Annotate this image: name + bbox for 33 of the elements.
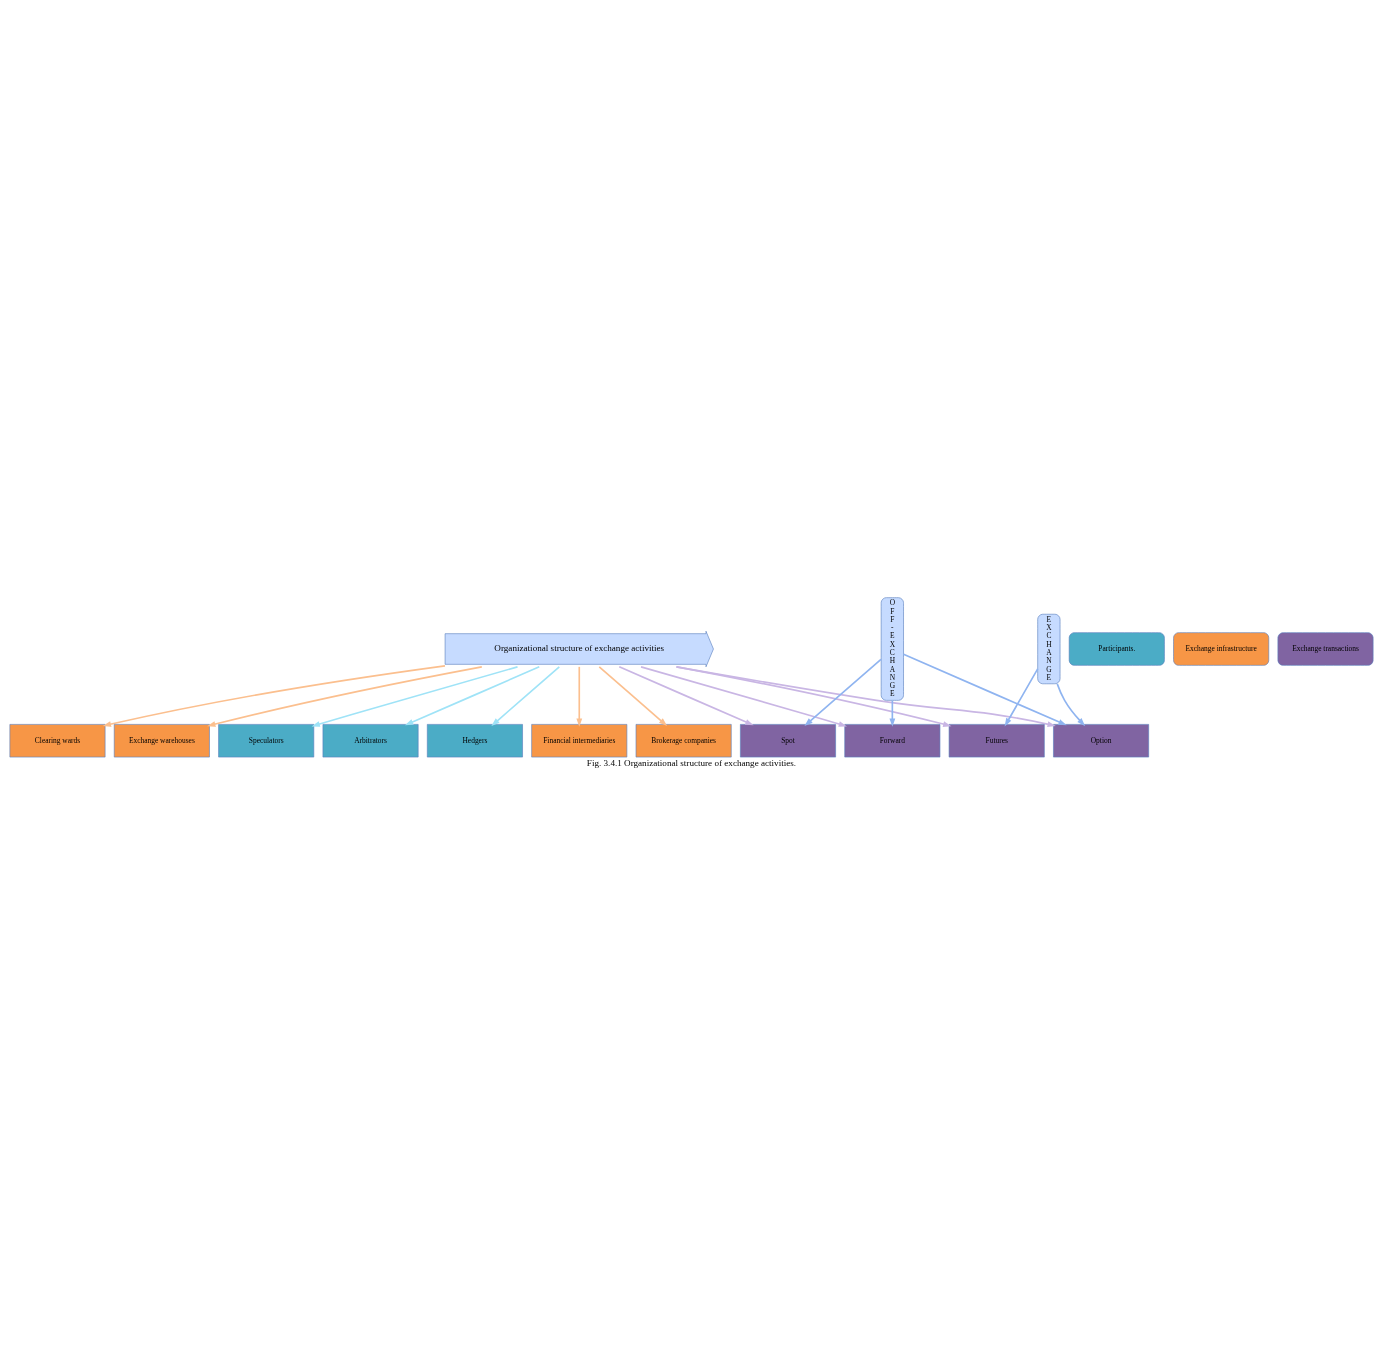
- node-box: Hedgers: [427, 723, 523, 757]
- node-box: OFF-EXCHANGE: [880, 596, 904, 701]
- arrow: [491, 665, 561, 726]
- node-box: Speculators: [218, 723, 315, 757]
- arrow: [1056, 682, 1086, 726]
- arrow: [102, 664, 446, 727]
- arrow: [675, 665, 1056, 727]
- arrow: [902, 652, 1067, 725]
- node-box: Option: [1053, 723, 1149, 757]
- arrow: [207, 665, 483, 727]
- node-box: Exchange transactions: [1277, 631, 1374, 666]
- arrow: [598, 665, 668, 726]
- node-box: Exchange warehouses: [113, 723, 210, 757]
- node-box: Spot: [740, 723, 836, 757]
- arrow: [311, 665, 519, 727]
- node-box: Forward: [844, 723, 941, 757]
- node-box: Clearing wards: [9, 723, 106, 757]
- arrow: [675, 665, 952, 727]
- arrow: [889, 699, 896, 727]
- arrow: [1004, 667, 1039, 727]
- arrow: [804, 658, 882, 726]
- node-box: Exchange infrastructure: [1173, 631, 1270, 666]
- node-box: EXCHANGE: [1037, 613, 1061, 684]
- arrow: [618, 665, 754, 725]
- node-box: Arbitrators: [322, 723, 419, 757]
- arrow: [404, 665, 541, 725]
- arrow: [576, 665, 583, 727]
- node-box: Participants.: [1068, 631, 1165, 666]
- node-box: Brokerage companies: [635, 723, 732, 757]
- node-box: Financial intermediaries: [531, 723, 628, 757]
- caption: Fig. 3.4.1 Organizational structure of exchange activities.: [586, 757, 797, 768]
- node-box: Futures: [948, 723, 1045, 757]
- arrow: [640, 665, 847, 727]
